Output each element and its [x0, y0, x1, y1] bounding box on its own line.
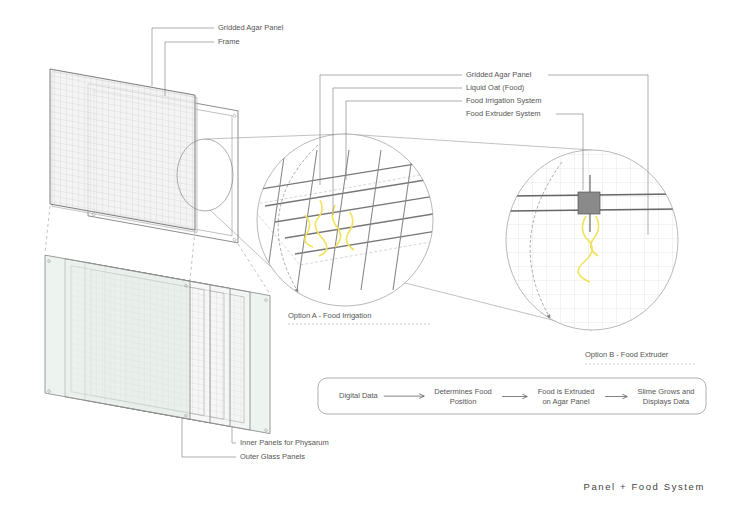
panel-stack: [45, 255, 270, 434]
option-a-contents: [250, 150, 480, 290]
option-b-contents: [506, 150, 678, 330]
physarum-growth: [305, 200, 354, 256]
agar-panel-fill: [50, 69, 195, 230]
extruder-head: [578, 192, 600, 214]
gridded-agar-panel: [50, 69, 195, 230]
step-text: Digital Data: [339, 391, 378, 401]
panel-holes: [48, 260, 188, 418]
flow-step: Food is Extruded on Agar Panel: [533, 387, 599, 406]
callout-label: Option A - Food Irrigation: [288, 311, 371, 321]
irrigation-rods: [265, 150, 413, 290]
physarum-growth: [578, 216, 598, 282]
flow-arrow: [502, 396, 527, 397]
step-text: Determines Food Position: [430, 387, 496, 406]
agar-grid: [506, 150, 678, 330]
flow-step: Digital Data: [339, 391, 378, 401]
step-text: Food is Extruded on Agar Panel: [533, 387, 599, 406]
flow-step: Slime Grows and Displays Data: [633, 387, 699, 406]
flow-arrow: [605, 396, 627, 397]
top-assembly: [50, 69, 238, 243]
label-underline: [288, 324, 430, 325]
agar-plane: [250, 175, 470, 265]
step-text: Slime Grows and Displays Data: [633, 387, 699, 406]
outer-glass-panel: [45, 255, 190, 419]
callout-label: Inner Panels for Physarum: [240, 438, 329, 448]
callout-label: Gridded Agar Panel: [218, 23, 283, 33]
flow-step: Determines Food Position: [430, 387, 496, 406]
callout-label: Option B - Food Extruder: [585, 350, 668, 360]
callout-label: Food Extruder System: [466, 109, 541, 119]
callout-label: Liquid Oat (Food): [466, 83, 524, 93]
label-underline: [585, 364, 695, 365]
leader-lines: [320, 75, 648, 235]
diagram-title: Panel + Food System: [584, 481, 706, 493]
detail-circle: [177, 139, 233, 211]
option-b-detail-circle: [506, 150, 678, 330]
flow-arrow: [384, 396, 424, 397]
irrigation-rods: [255, 160, 480, 254]
callout-label: Frame: [218, 37, 240, 47]
rotation-arrow: [278, 145, 318, 292]
leader-lines: [182, 418, 236, 457]
callout-label: Food Irrigation System: [466, 96, 541, 106]
callout-label: Outer Glass Panels: [240, 452, 305, 462]
process-frame: [318, 378, 706, 414]
callout-label: Gridded Agar Panel: [466, 70, 531, 80]
leader-lines: [152, 28, 214, 96]
rotation-arrow: [530, 162, 562, 318]
